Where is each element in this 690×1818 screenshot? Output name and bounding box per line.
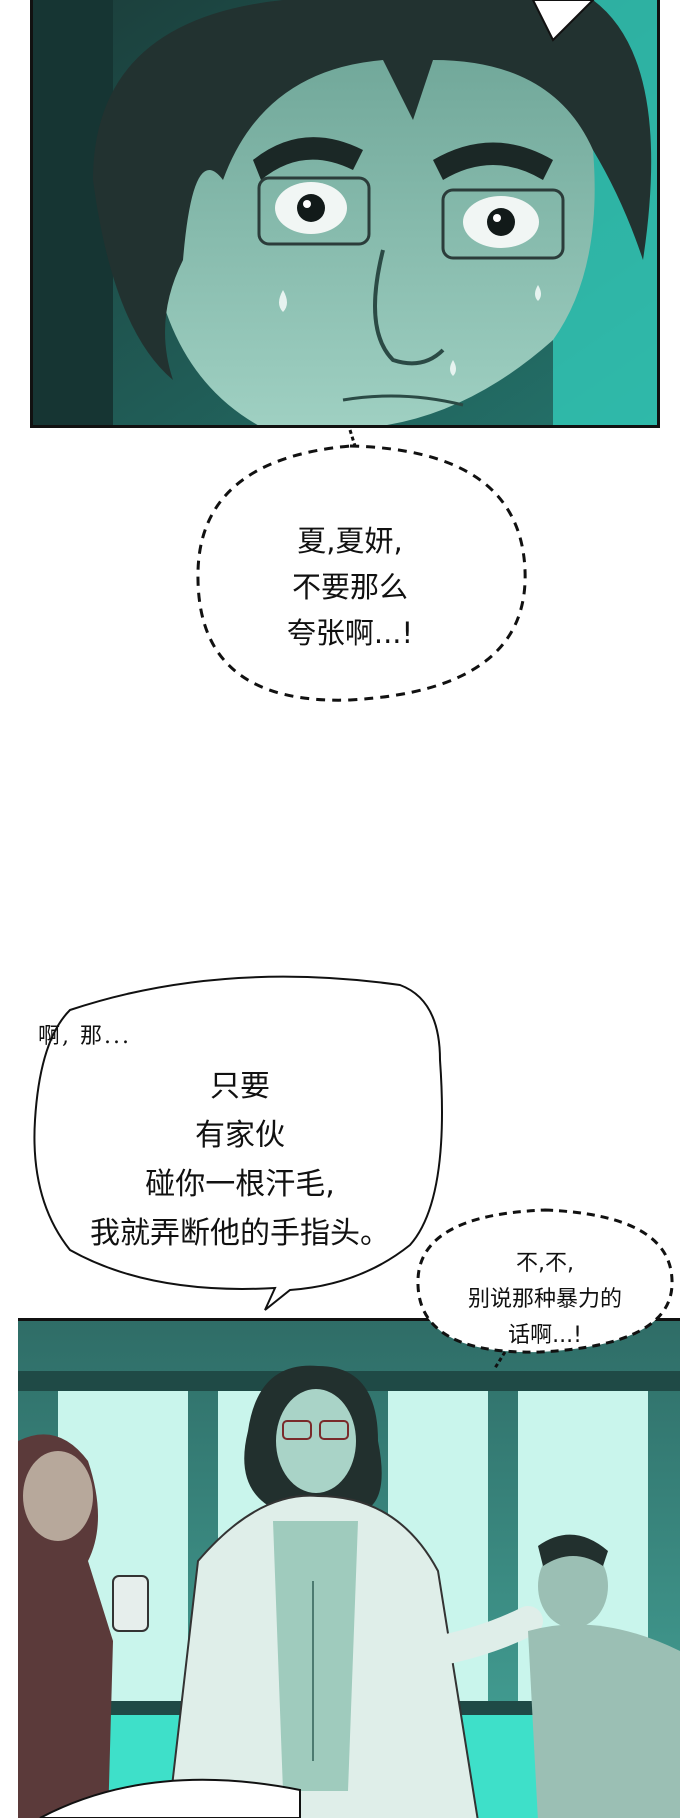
dashed-bubble-outline xyxy=(196,444,527,702)
comic-panel-characters xyxy=(18,1318,680,1818)
characters-scene-art xyxy=(18,1321,680,1818)
dialogue-text-main: 只要 有家伙 碰你一根汗毛, 我就弄断他的手指头。 xyxy=(90,1069,390,1251)
dialogue-text-dashed-small: 不,不, 别说那种暴力的 话啊...! xyxy=(467,1251,622,1348)
sfx-text: 啊, 那... xyxy=(38,1024,131,1049)
main-bubble-outline xyxy=(33,975,443,1311)
closeup-face-art xyxy=(33,0,657,425)
dialogue-text-dashed-top: 夏,夏妍, 不要那么 夸张啊...! xyxy=(286,524,414,650)
comic-panel-closeup xyxy=(30,0,660,428)
